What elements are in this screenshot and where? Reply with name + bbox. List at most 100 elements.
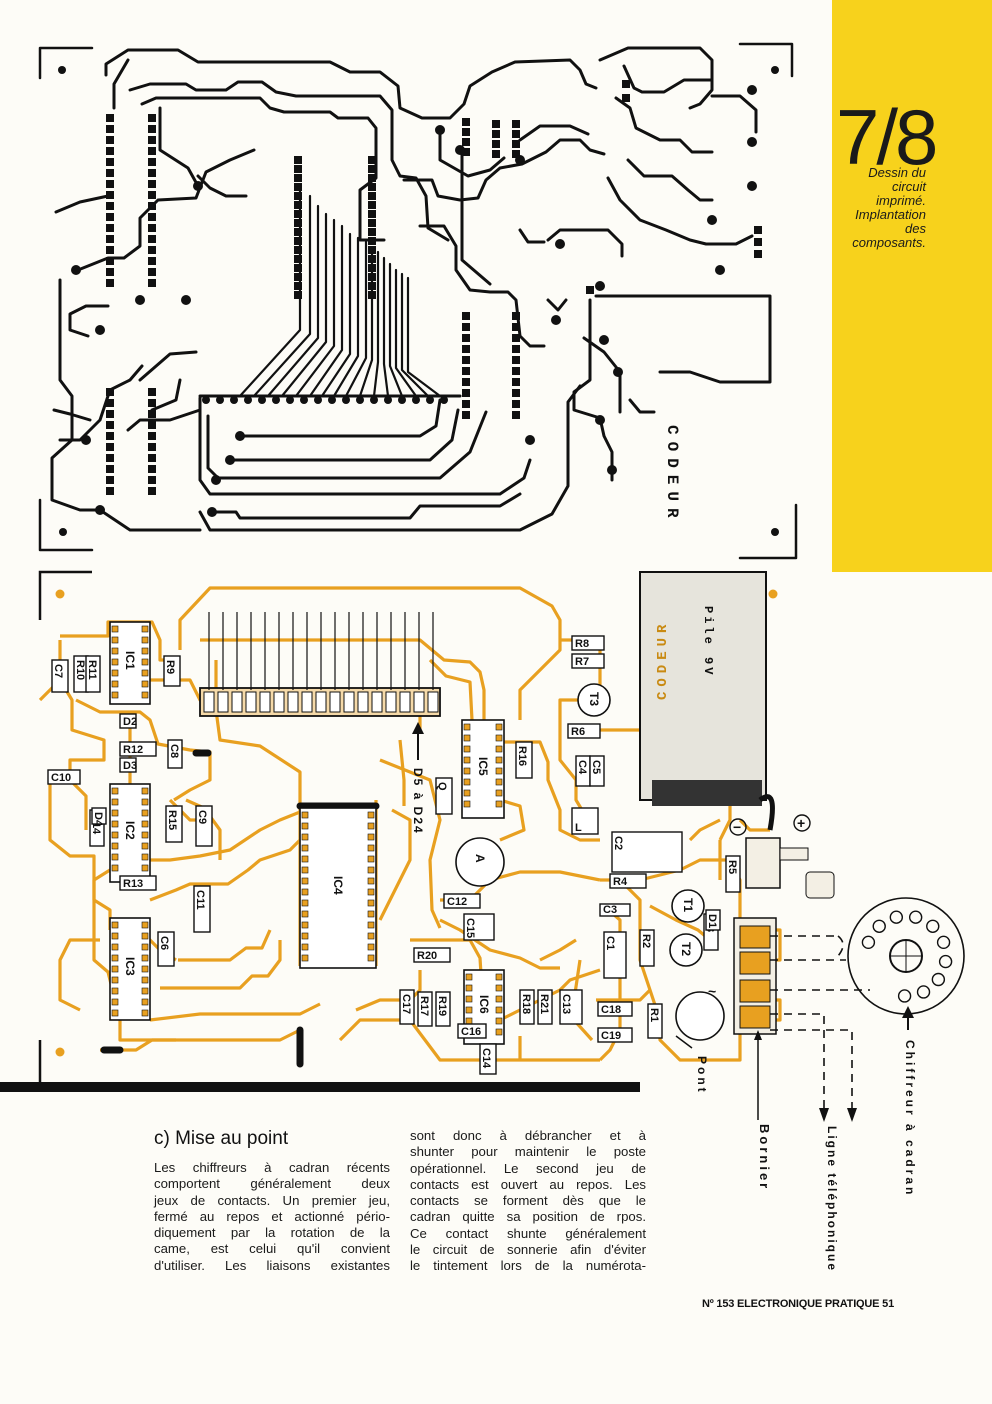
pcb-pad: [106, 158, 114, 166]
pcb-pad: [512, 140, 520, 148]
pcb-hole: [202, 396, 210, 404]
component-c3: C3: [599, 903, 631, 917]
pcb-pad: [106, 454, 114, 462]
pcb-hole: [595, 415, 605, 425]
text-line: diquement par la rotation de la: [154, 1225, 390, 1241]
component-c10: C10: [47, 769, 81, 785]
pcb-hole: [595, 281, 605, 291]
pcb-pad: [462, 389, 470, 397]
ic-ic4: IC4: [299, 807, 377, 969]
text-line: Ce contact shunte généralement: [410, 1225, 646, 1241]
pcb-pad: [368, 165, 376, 173]
pcb-hole: [384, 396, 392, 404]
component-r18: R18: [519, 989, 535, 1025]
pcb-pad: [148, 476, 156, 484]
text-line: comportent généralement deux: [154, 1176, 390, 1192]
ac-marker: ~: [708, 983, 716, 999]
component-l: L: [571, 807, 599, 835]
dial-hole: [889, 910, 904, 924]
component-c5: C5: [589, 755, 605, 787]
component-label: R15: [166, 810, 178, 830]
pcb-pad: [148, 213, 156, 221]
text-line: d'utiliser. Les liaisons existantes: [154, 1257, 390, 1273]
component-label: C15: [464, 918, 476, 938]
article-column-1: Les chiffreurs à cadran récents comporte…: [154, 1160, 390, 1274]
pcb-pad: [294, 282, 302, 290]
pcb-pad: [368, 255, 376, 263]
component-c4: C4: [575, 755, 591, 787]
pont-label: Pont: [695, 1056, 709, 1095]
pcb-pad: [512, 400, 520, 408]
component-r11: R11: [85, 655, 101, 693]
component-r17: R17: [417, 991, 433, 1027]
pcb-hole: [211, 475, 221, 485]
component-a: A: [455, 837, 505, 887]
terminal-block-bornier: [733, 917, 777, 1120]
pcb-hole: [300, 396, 308, 404]
pcb-hole: [244, 396, 252, 404]
component-r9: R9: [163, 655, 181, 687]
pcb-hole: [426, 396, 434, 404]
pcb-pad: [368, 246, 376, 254]
component-r8: R8: [571, 635, 605, 651]
component-label: R5: [726, 860, 738, 874]
pcb-pad: [368, 219, 376, 227]
component-label: C17: [400, 994, 412, 1014]
pcb-pad: [512, 411, 520, 419]
component-c19: C19: [597, 1027, 633, 1043]
pcb-pad: [106, 235, 114, 243]
component-r6: R6: [567, 723, 601, 739]
component-label: C3: [603, 904, 617, 916]
pcb-pad: [106, 125, 114, 133]
bus-cell: [315, 691, 327, 713]
component-c17: C17: [399, 989, 415, 1025]
pcb-pad: [294, 246, 302, 254]
pcb-pad: [106, 476, 114, 484]
component-label: R17: [418, 996, 430, 1016]
component-label: R1: [648, 1008, 660, 1022]
pcb-pad: [106, 443, 114, 451]
diodes-note-label: D5 à D24: [411, 768, 425, 835]
ic-label: IC1: [123, 651, 137, 670]
bus-cell: [385, 691, 397, 713]
pcb-pad: [294, 228, 302, 236]
pcb-hole: [71, 265, 81, 275]
component-label: R18: [520, 994, 532, 1014]
ic-label: IC6: [477, 995, 491, 1014]
bus-cell: [217, 691, 229, 713]
pcb-hole: [135, 295, 145, 305]
text-line: sont donc à débrancher et à: [410, 1128, 646, 1143]
text-line: le tintement lors de la numérota-: [410, 1258, 646, 1274]
pcb-pad: [106, 257, 114, 265]
pcb-hole: [599, 335, 609, 345]
pcb-pad: [622, 80, 630, 88]
pcb-pads: [71, 80, 762, 517]
ic-ic1: IC1: [109, 621, 151, 705]
bus-cell: [259, 691, 271, 713]
component-label: C4: [576, 760, 588, 775]
bus-cell: [301, 691, 313, 713]
pcb-pad: [106, 180, 114, 188]
component-c6: C6: [157, 931, 175, 967]
pcb-pad: [148, 268, 156, 276]
page-footer: Nº 153 ELECTRONIQUE PRATIQUE 51: [702, 1298, 894, 1310]
pcb-pad: [294, 156, 302, 164]
component-label: R11: [86, 660, 98, 680]
pcb-hole: [181, 295, 191, 305]
component-label: R16: [516, 746, 528, 766]
ic-label: IC2: [123, 821, 137, 840]
pcb-hole: [435, 125, 445, 135]
dial-hole: [908, 910, 923, 924]
pcb-pad: [462, 411, 470, 419]
component-label: C7: [52, 664, 64, 678]
bus-cell: [231, 691, 243, 713]
pcb-pad: [148, 410, 156, 418]
ic-label: IC5: [476, 757, 490, 776]
pcb-pad: [512, 367, 520, 375]
pcb-hole: [207, 507, 217, 517]
component-r10: R10: [73, 655, 89, 693]
pcb-hole: [398, 396, 406, 404]
dial-hole: [931, 972, 946, 987]
pcb-pad: [294, 201, 302, 209]
text-line: contacts se forment dès que le: [410, 1193, 646, 1209]
